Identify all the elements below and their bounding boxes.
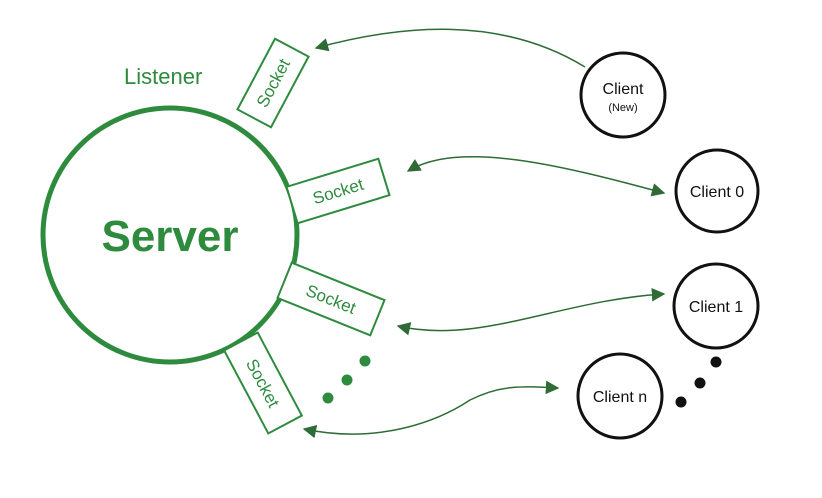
client-new-node: Client (New) bbox=[579, 51, 667, 139]
socket-ellipsis bbox=[322, 355, 371, 404]
client-n-node: Client n bbox=[576, 352, 664, 440]
connect-request-arrow bbox=[314, 28, 586, 68]
socket-client-n: Socket bbox=[222, 331, 304, 435]
client-0-label: Client 0 bbox=[690, 184, 744, 201]
client-new-label: Client bbox=[603, 81, 644, 98]
listener-label: Listener bbox=[124, 64, 202, 89]
server-node: Server bbox=[40, 105, 300, 365]
listener-socket: Socket bbox=[236, 37, 310, 129]
client-1-label: Client 1 bbox=[689, 299, 743, 316]
client-0-link-arrow bbox=[406, 156, 666, 197]
server-circle bbox=[40, 105, 300, 365]
client-1-link-arrow bbox=[396, 287, 666, 336]
socket-client-1: Socket bbox=[276, 261, 386, 337]
client-0-node: Client 0 bbox=[674, 148, 760, 234]
socket-client-0: Socket bbox=[285, 157, 391, 225]
client-n-link-arrow bbox=[302, 380, 560, 439]
client-1-node: Client 1 bbox=[672, 262, 760, 350]
client-n-label: Client n bbox=[593, 389, 647, 406]
client-ellipsis bbox=[675, 356, 722, 408]
server-label: Server bbox=[101, 212, 238, 261]
client-new-sublabel: (New) bbox=[608, 102, 637, 114]
